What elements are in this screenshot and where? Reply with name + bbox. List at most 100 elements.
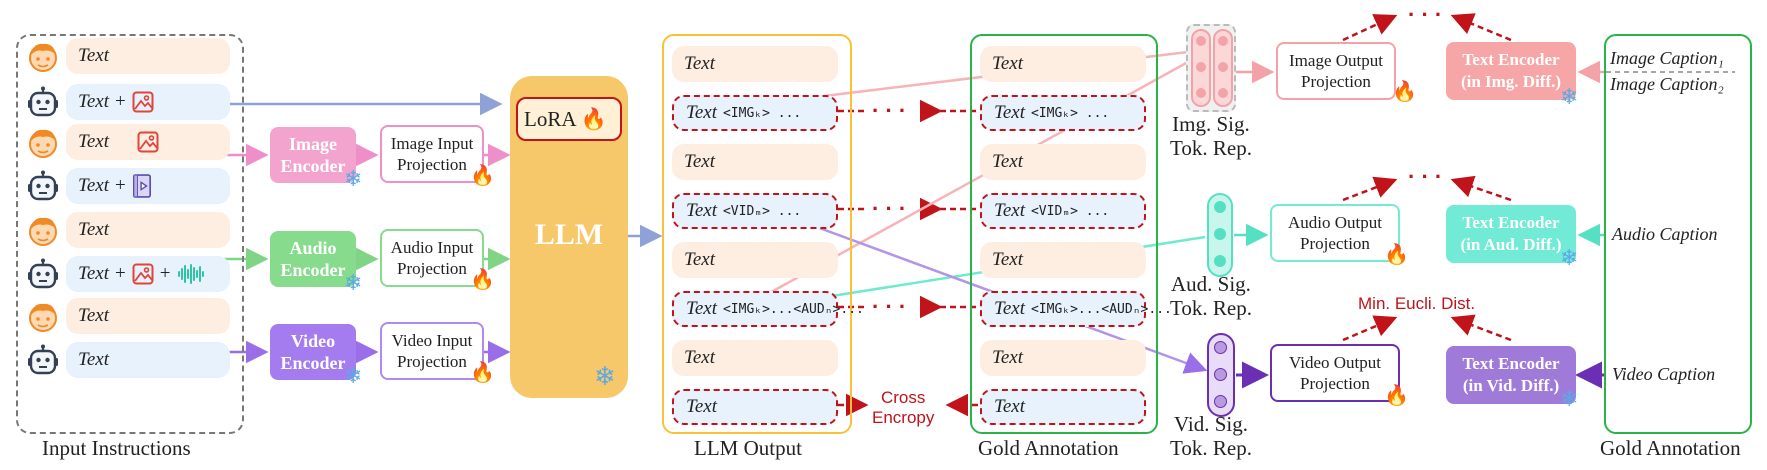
min-eucli-dist-label: Min. Eucli. Dist. (1358, 294, 1476, 313)
input-row: Text (66, 342, 230, 378)
dist-vid-left (1342, 315, 1398, 342)
img-sig-l2: Tok. Rep. (1170, 136, 1252, 160)
user-face-icon (26, 40, 60, 74)
video-caption: Video Caption (1612, 364, 1716, 384)
image-input-proj-line1: Image Input (390, 134, 474, 153)
input-row-text: Text (78, 45, 109, 66)
fire-icon: 🔥 (1384, 385, 1409, 407)
output-row: Text (672, 389, 838, 425)
robot-icon (26, 170, 60, 204)
input-row: Text+ (66, 84, 230, 120)
row-text: Text (684, 249, 715, 270)
gold-row: Text<IMGₖ> ... (980, 95, 1146, 131)
dist-aud-left (1342, 176, 1398, 202)
fire-icon: 🔥 (470, 165, 495, 187)
gold-row: Text <VIDₘ> ... (980, 193, 1146, 229)
gold-row: Text (980, 144, 1146, 180)
signal-tokens: <VIDₘ> ... (1030, 203, 1110, 219)
aud-sig-l2: Tok. Rep. (1170, 296, 1252, 320)
input-row-text: Text (78, 131, 109, 152)
signal-tokens: <VIDₘ> ... (722, 203, 802, 219)
row-text: Text (686, 102, 717, 123)
robot-icon (26, 344, 60, 378)
snowflake-icon: ❄ (1560, 84, 1579, 109)
row-text: Text (994, 200, 1025, 221)
image-caption-2: Image Caption₂ (1610, 74, 1724, 94)
video-encoder-line2: Encoder (280, 353, 346, 373)
gold-row: Text (980, 340, 1146, 376)
signal-tokens: <IMGₖ>...<AUDₙ>... (1030, 301, 1172, 317)
input-row: Text (66, 212, 230, 248)
text-encoder-image: Text Encoder(in Img. Diff.) (1446, 42, 1576, 100)
image-encoder-line1: Image (289, 134, 337, 154)
user-face-icon (26, 126, 60, 160)
dots-top-aud: · · · (1408, 164, 1443, 189)
fire-icon: 🔥 (580, 106, 607, 131)
audio-out-proj-l2: Projection (1300, 234, 1370, 253)
row-text: Text (994, 298, 1025, 319)
cross-entropy-l2: Encropy (872, 408, 935, 427)
gold-annotation-panel (970, 34, 1158, 434)
input-instructions-panel (16, 34, 244, 434)
dots-top-img: · · · (1408, 2, 1443, 27)
output-row: Text<VIDₘ> ... (672, 193, 838, 229)
llm-output-panel (662, 34, 852, 434)
image-icon (132, 263, 154, 285)
gold-row: Text (980, 46, 1146, 82)
plus-sign: + (159, 263, 171, 284)
snowflake-icon: ❄ (1560, 386, 1579, 411)
image-icon (137, 131, 159, 153)
text-enc-aud-l1: Text Encoder (1462, 213, 1560, 232)
image-encoder-line2: Encoder (280, 156, 346, 176)
caption-panel-title: Gold Annotation (1600, 436, 1741, 460)
lora-badge: LoRA 🔥 (516, 97, 622, 141)
plus-sign: + (114, 91, 126, 112)
llm-label: LLM (534, 218, 604, 251)
text-enc-vid-l1: Text Encoder (1462, 354, 1560, 373)
vid-sig-l1: Vid. Sig. (1173, 412, 1248, 436)
snowflake-icon: ❄ (1560, 245, 1579, 270)
row-text: Text (686, 396, 717, 417)
gold-annotation-title: Gold Annotation (978, 436, 1119, 460)
input-row-text: Text (78, 305, 109, 326)
video-out-proj-l1: Video Output (1289, 353, 1381, 372)
row-text: Text (684, 151, 715, 172)
output-row: Text<IMGₖ> ... (672, 95, 838, 131)
output-row: Text (672, 340, 838, 376)
input-row-text: Text (78, 175, 109, 196)
robot-icon (26, 258, 60, 292)
cross-entropy-label: Cross Encropy (872, 388, 934, 428)
input-row-text: Text (78, 263, 109, 284)
row-text: Text (994, 396, 1025, 417)
row-text: Text (992, 347, 1023, 368)
signal-tokens: <IMGₖ>...<AUDₙ>... (722, 301, 864, 317)
snowflake-icon: ❄ (594, 362, 616, 391)
image-caption-1: Image Caption₁ (1610, 48, 1724, 68)
fire-icon: 🔥 (470, 362, 495, 384)
output-row: Text (672, 46, 838, 82)
user-face-icon (26, 214, 60, 248)
image-icon (132, 91, 154, 113)
img-sig-tok-rep (1186, 24, 1236, 112)
vid-sig-tok-rep (1207, 333, 1235, 417)
signal-tokens: <IMGₖ> ... (1030, 105, 1110, 121)
audio-out-proj-l1: Audio Output (1288, 213, 1382, 232)
snowflake-icon: ❄ (344, 363, 363, 388)
input-row-text: Text (78, 349, 109, 370)
input-instructions-title: Input Instructions (42, 436, 191, 460)
input-row-text: Text (78, 91, 109, 112)
video-out-proj-l2: Projection (1300, 374, 1370, 393)
vid-sig-l2: Tok. Rep. (1170, 436, 1252, 460)
video-icon (132, 174, 152, 198)
user-face-icon (26, 300, 60, 334)
output-row: Text (672, 144, 838, 180)
caption-panel (1604, 34, 1752, 434)
row-text: Text (992, 151, 1023, 172)
